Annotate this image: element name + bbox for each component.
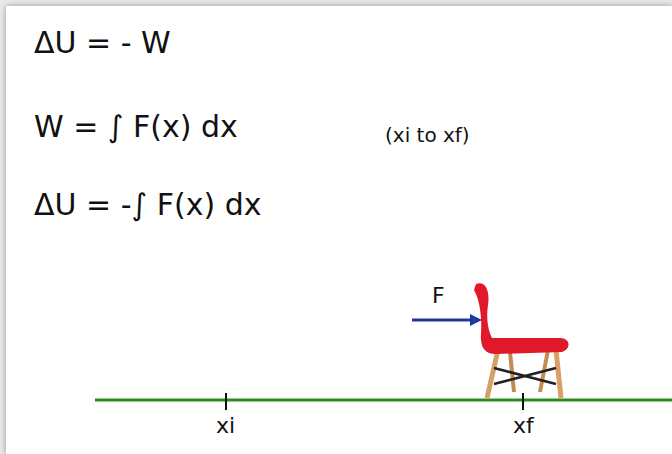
force-arrow xyxy=(412,314,482,326)
tick-mark xyxy=(522,393,524,410)
equation: W = ∫ F(x) dx xyxy=(34,110,238,143)
chair xyxy=(474,283,569,398)
ground-line xyxy=(95,399,672,402)
equation: ΔU = - W xyxy=(34,26,171,59)
force-label: F xyxy=(432,284,445,308)
equation: ΔU = -∫ F(x) dx xyxy=(34,188,261,221)
tick-mark xyxy=(225,393,227,410)
white-panel xyxy=(6,6,672,454)
integration-limits: (xi to xf) xyxy=(385,124,470,146)
position-label: xf xyxy=(513,414,534,438)
position-label: xi xyxy=(216,414,235,438)
